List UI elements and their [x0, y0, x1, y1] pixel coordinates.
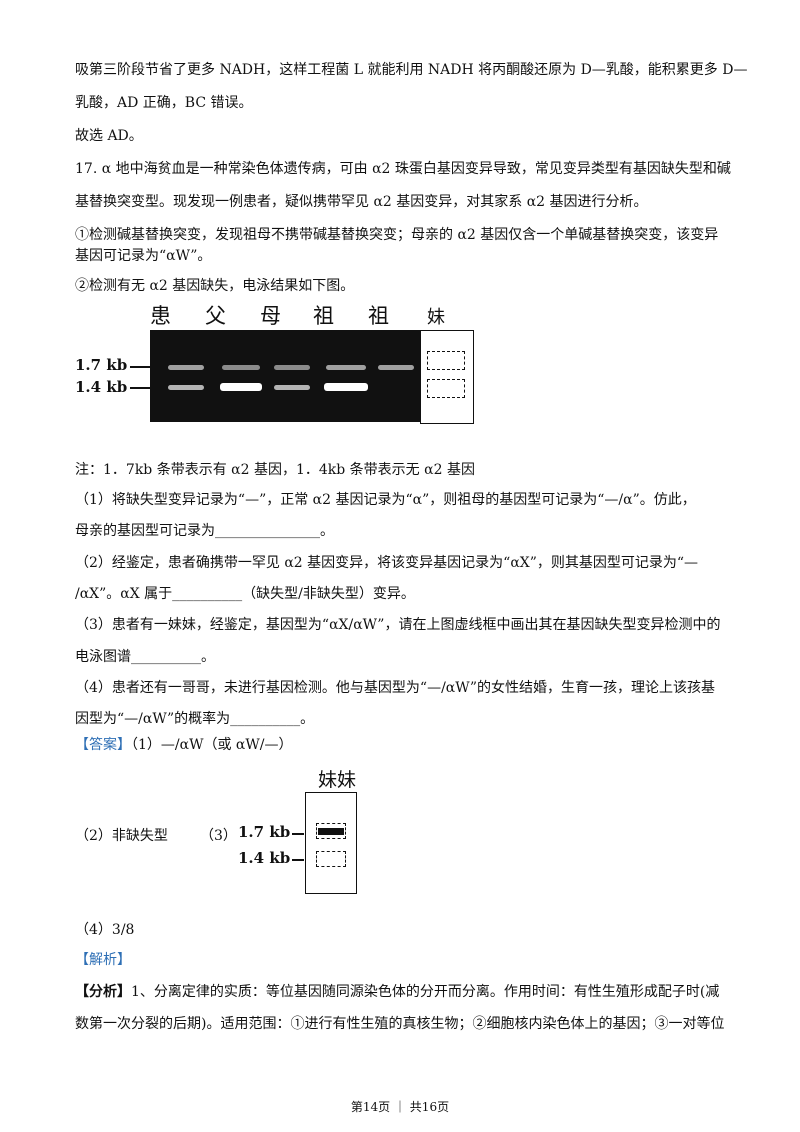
line-3: 故选 AD。 [75, 128, 143, 144]
line-2: 乳酸，AD 正确，BC 错误。 [75, 95, 253, 111]
analysis-text-1: 1、分离定律的实质：等位基因随同源染色体的分开而分离。作用时间：有性生殖形成配子… [131, 984, 720, 1000]
kb-tick-high [130, 366, 150, 368]
electrophoresis-figure: 患者 父亲 母亲 祖母 祖父 妹妹 1.7 kb 1.4 kb [75, 300, 495, 430]
note-line: 注：1．7kb 条带表示有 α2 基因，1．4kb 条带表示无 α2 基因 [75, 462, 475, 478]
band-father-high [222, 365, 260, 370]
analysis-line-2: 数第一次分裂的后期)。适用范围：①进行有性生殖的真核生物；②细胞核内染色体上的基… [75, 1016, 725, 1032]
answer-dashed-low [316, 851, 346, 867]
q1-line-1: （1）将缺失型变异记录为“—”，正常 α2 基因记录为“α”，则祖母的基因型可记… [75, 492, 696, 508]
question-17-line-1: 17. α 地中海贫血是一种常染色体遗传病，可由 α2 珠蛋白基因变异导致，常见… [75, 161, 731, 177]
sister-lane-box [420, 330, 474, 424]
answer-tick-low [292, 859, 304, 861]
question-17-line-5: ②检测有无 α2 基因缺失，电泳结果如下图。 [75, 278, 355, 294]
q4-line-1: （4）患者还有一哥哥，未进行基因检测。他与基因型为“—/αW”的女性结婚，生育一… [75, 680, 716, 696]
question-17-line-3: ①检测碱基替换突变，发现祖母不携带碱基替换突变；母亲的 α2 基因仅含一个单碱基… [75, 227, 719, 243]
answer-kb-low: 1.4 kb [238, 849, 291, 867]
analysis-tag: 【解析】 [75, 952, 131, 968]
page-footer: 第14页 ｜ 共16页 [350, 1100, 450, 1114]
kb-label-high: 1.7 kb [75, 356, 128, 374]
answer-1: （1）—/αW（或 αW/—） [131, 737, 293, 753]
q2-line-1: （2）经鉴定，患者确携带一罕见 α2 基因变异，将该变异基因记录为“αX”，则其… [75, 555, 699, 571]
answer-3: （3） [200, 828, 237, 844]
q4-line-2: 因型为“—/αW”的概率为__________。 [75, 711, 315, 727]
gel-image [150, 330, 420, 422]
answer-tick-high [292, 833, 304, 835]
dashed-box-low [427, 379, 465, 398]
dashed-box-high [427, 351, 465, 370]
answer-kb-high: 1.7 kb [238, 823, 291, 841]
band-grandmother-low [324, 383, 368, 391]
answer-lane-label: 妹妹 [318, 769, 357, 791]
band-patient-high [168, 365, 204, 370]
q3-line-1: （3）患者有一妹妹，经鉴定，基因型为“αX/αW”，请在上图虚线框中画出其在基因… [75, 617, 721, 633]
analysis-line-1: 【分析】1、分离定律的实质：等位基因随同源染色体的分开而分离。作用时间：有性生殖… [75, 982, 719, 1002]
kb-label-low: 1.4 kb [75, 378, 128, 396]
answer-4: （4）3/8 [75, 922, 135, 938]
q1-line-2: 母亲的基因型可记录为_______________。 [75, 523, 334, 539]
band-grandfather-high [378, 365, 414, 370]
answer-tag: 【答案】 [75, 737, 131, 753]
answer-dashed-high [316, 823, 346, 839]
q2-line-2: /αX”。αX 属于__________（缺失型/非缺失型）变异。 [75, 586, 415, 602]
q3-line-2: 电泳图谱__________。 [75, 649, 215, 665]
question-17-line-4: 基因可记录为“αW”。 [75, 248, 212, 264]
answer-line: 【答案】（1）—/αW（或 αW/—） [75, 735, 292, 755]
kb-tick-low [130, 387, 150, 389]
answer-band-high [318, 828, 344, 835]
band-father-low [220, 383, 262, 391]
band-mother-high [274, 365, 310, 370]
band-grandmother-high [326, 365, 366, 370]
analysis-head: 【分析】 [75, 984, 131, 1000]
question-17-line-2: 基替换突变型。现发现一例患者，疑似携带罕见 α2 基因变异，对其家系 α2 基因… [75, 194, 648, 210]
answer-electrophoresis-figure: 妹妹 1.7 kb 1.4 kb [230, 765, 390, 897]
band-mother-low [274, 385, 310, 390]
line-1: 吸第三阶段节省了更多 NADH，这样工程菌 L 就能利用 NADH 将丙酮酸还原… [75, 62, 748, 78]
answer-lane-box [305, 792, 357, 894]
band-patient-low [168, 385, 204, 390]
answer-2: （2）非缺失型 [75, 828, 168, 844]
